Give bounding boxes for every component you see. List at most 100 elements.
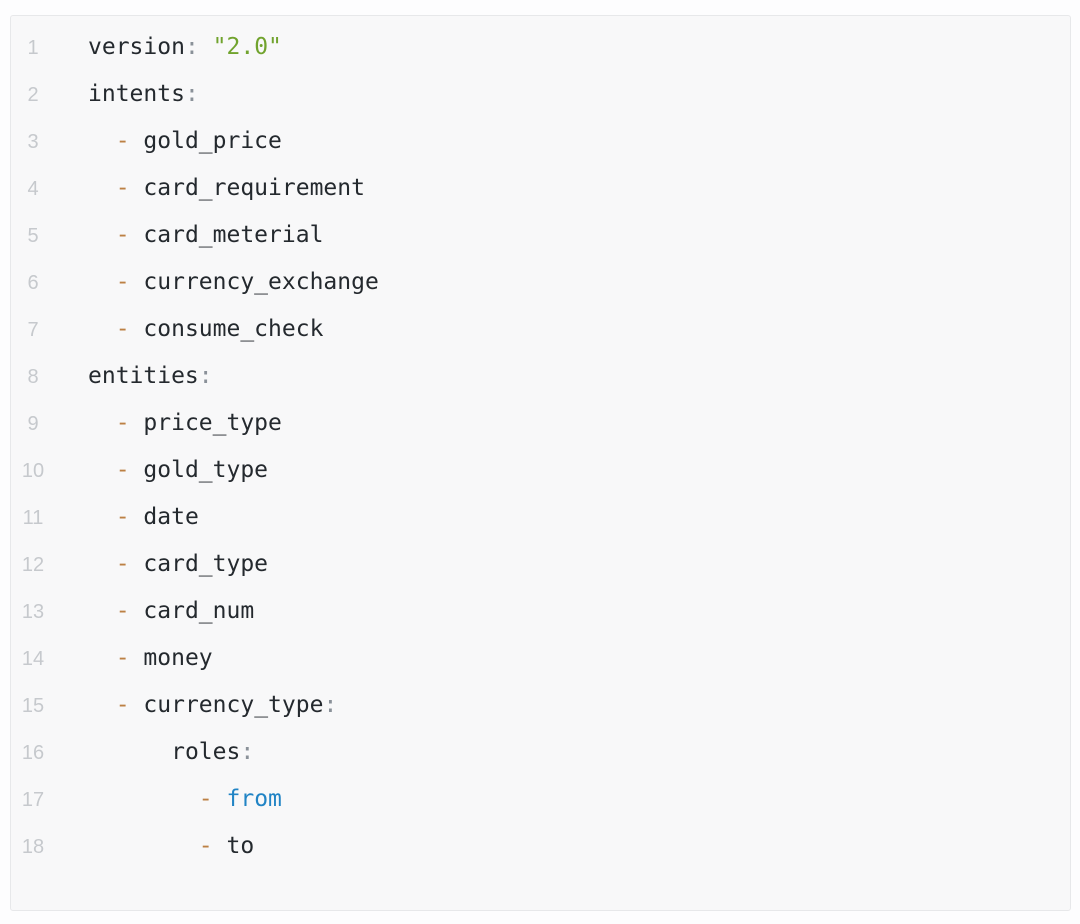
line-number: 4	[27, 178, 39, 200]
line-number: 13	[21, 601, 45, 623]
token-dash: -	[115, 128, 130, 154]
code-line: 11 - date	[11, 494, 1070, 541]
token-key: entities	[88, 363, 199, 389]
token-punct: :	[184, 81, 199, 107]
token-text: gold_price	[129, 128, 282, 154]
code-line: 7 - consume_check	[11, 306, 1070, 353]
line-number: 5	[27, 225, 39, 247]
token-text: money	[129, 645, 213, 671]
token-dash: -	[115, 551, 130, 577]
code-text: - from	[55, 776, 282, 823]
token-dash: -	[115, 457, 130, 483]
line-number: 2	[27, 84, 39, 106]
token-text: gold_type	[129, 457, 269, 483]
token-text	[88, 175, 116, 201]
token-text	[88, 551, 116, 577]
token-text	[88, 739, 171, 765]
token-key: currency_type	[143, 692, 324, 718]
code-line: 6 - currency_exchange	[11, 259, 1070, 306]
token-text	[88, 598, 116, 624]
token-text	[88, 692, 116, 718]
token-punct: :	[184, 34, 199, 60]
token-dash: -	[198, 786, 213, 812]
code-line: 8 entities:	[11, 353, 1070, 400]
code-line: 12 - card_type	[11, 541, 1070, 588]
code-text: entities:	[55, 353, 213, 400]
token-text	[88, 316, 116, 342]
token-text: card_requirement	[129, 175, 365, 201]
line-number: 8	[27, 366, 39, 388]
token-text: card_type	[129, 551, 269, 577]
code-text: - card_meterial	[55, 212, 324, 259]
code-text: - card_requirement	[55, 165, 365, 212]
token-text: price_type	[129, 410, 282, 436]
token-text	[88, 504, 116, 530]
token-dash: -	[198, 833, 213, 859]
code-text: roles:	[55, 729, 254, 776]
token-dash: -	[115, 645, 130, 671]
token-dash: -	[115, 175, 130, 201]
token-dash: -	[115, 692, 130, 718]
token-string: "2.0"	[212, 34, 282, 60]
code-text: - card_num	[55, 588, 254, 635]
token-dash: -	[115, 316, 130, 342]
token-text	[88, 457, 116, 483]
line-number: 6	[27, 272, 39, 294]
line-number: 7	[27, 319, 39, 341]
token-text: card_meterial	[129, 222, 324, 248]
token-text: card_num	[129, 598, 255, 624]
token-text	[88, 410, 116, 436]
code-text: - gold_type	[55, 447, 268, 494]
token-text: to	[212, 833, 255, 859]
code-text: - card_type	[55, 541, 268, 588]
line-number: 1	[27, 37, 39, 59]
code-text: - to	[55, 823, 254, 870]
code-text: - currency_type:	[55, 682, 338, 729]
token-text	[199, 34, 213, 60]
token-dash: -	[115, 598, 130, 624]
code-text: - currency_exchange	[55, 259, 379, 306]
code-line: 13 - card_num	[11, 588, 1070, 635]
token-punct: :	[198, 363, 213, 389]
code-text: - price_type	[55, 400, 282, 447]
token-text: currency_exchange	[129, 269, 379, 295]
code-line: 15 - currency_type:	[11, 682, 1070, 729]
line-number: 10	[21, 460, 45, 482]
token-keyword: from	[226, 786, 282, 812]
token-text	[88, 269, 116, 295]
token-dash: -	[115, 269, 130, 295]
line-number: 11	[22, 507, 44, 529]
line-number: 15	[21, 695, 45, 717]
token-text	[88, 786, 199, 812]
token-text: consume_check	[129, 316, 324, 342]
token-dash: -	[115, 504, 130, 530]
code-line: 14 - money	[11, 635, 1070, 682]
code-line: 16 roles:	[11, 729, 1070, 776]
code-line: 17 - from	[11, 776, 1070, 823]
token-text	[88, 222, 116, 248]
code-line: 1 version: "2.0"	[11, 24, 1070, 71]
code-line: 9 - price_type	[11, 400, 1070, 447]
code-text: - date	[55, 494, 199, 541]
code-text: version: "2.0"	[55, 24, 282, 71]
code-text: - money	[55, 635, 213, 682]
code-line: 3 - gold_price	[11, 118, 1070, 165]
code-text: - consume_check	[55, 306, 324, 353]
token-dash: -	[115, 222, 130, 248]
code-line: 18 - to	[11, 823, 1070, 870]
line-number: 16	[21, 742, 45, 764]
code-line: 4 - card_requirement	[11, 165, 1070, 212]
token-text	[88, 645, 116, 671]
token-text	[88, 833, 199, 859]
token-punct: :	[323, 692, 338, 718]
line-number: 3	[27, 131, 39, 153]
line-number: 18	[21, 836, 45, 858]
line-number: 17	[21, 789, 45, 811]
token-dash: -	[115, 410, 130, 436]
token-key: intents	[88, 81, 185, 107]
token-text: date	[129, 504, 199, 530]
line-number: 14	[21, 648, 45, 670]
code-text: - gold_price	[55, 118, 282, 165]
